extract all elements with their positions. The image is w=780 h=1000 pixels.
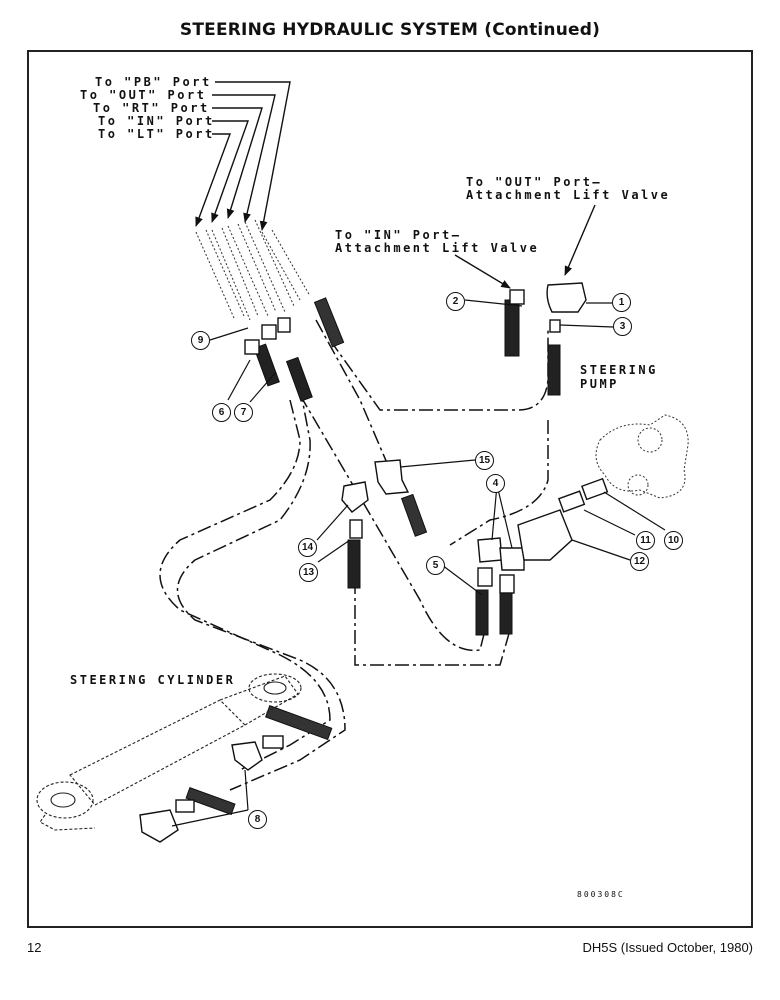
label-out-port: To "OUT" Port (80, 88, 207, 102)
page-number: 12 (27, 940, 42, 955)
leader-out-lift (564, 204, 596, 276)
fitting-8b (139, 809, 179, 843)
fitting-4b (499, 547, 525, 571)
callout-13: 13 (299, 563, 318, 582)
callout-8: 8 (248, 810, 267, 829)
fitting-14 (341, 481, 369, 513)
callout-7: 7 (234, 403, 253, 422)
label-in-lift-2: Attachment Lift Valve (335, 241, 540, 255)
label-pb-port: To "PB" Port (95, 75, 212, 89)
callout-9: 9 (191, 331, 210, 350)
callout-2: 2 (446, 292, 465, 311)
hose-route-d (354, 580, 511, 666)
callout-10: 10 (664, 531, 683, 550)
label-rt-port: To "RT" Port (93, 101, 210, 115)
callout-1: 1 (612, 293, 631, 312)
diagram-frame (27, 50, 753, 928)
fitting-1 (546, 282, 587, 313)
callout-6: 6 (212, 403, 231, 422)
label-in-port: To "IN" Port (98, 114, 215, 128)
label-out-lift-2: Attachment Lift Valve (466, 188, 671, 202)
hose-route-f (449, 420, 549, 546)
hose-route-e (299, 394, 486, 652)
callout-4: 4 (486, 474, 505, 493)
callout-15: 15 (475, 451, 494, 470)
label-steering-cylinder: STEERING CYLINDER (70, 673, 236, 687)
document-id: DH5S (Issued October, 1980) (582, 940, 753, 955)
steering-cylinder (69, 699, 246, 806)
leader-rt (212, 107, 263, 219)
leader-lt (195, 133, 232, 227)
hose-route-c (159, 399, 331, 771)
fitting-12-tee (517, 509, 573, 561)
callout-11: 11 (636, 531, 655, 550)
fitting-8a (231, 741, 263, 771)
steering-pump (595, 414, 689, 499)
fitting-15 (374, 459, 410, 495)
hose-route-g (315, 319, 391, 471)
callout-5: 5 (426, 556, 445, 575)
label-out-lift-1: To "OUT" Port— (466, 175, 603, 189)
callout-12: 12 (630, 552, 649, 571)
fitting-4a (477, 537, 503, 563)
callout-14: 14 (298, 538, 317, 557)
leader-in (211, 120, 249, 223)
page-title: STEERING HYDRAULIC SYSTEM (Continued) (179, 20, 601, 40)
leader-pb (215, 81, 291, 231)
label-steering-pump-1: STEERING (580, 363, 658, 377)
leader-out (212, 94, 276, 223)
callout-3: 3 (613, 317, 632, 336)
leader-in-lift (454, 254, 511, 289)
label-lt-port: To "LT" Port (98, 127, 215, 141)
drawing-number: 800308C (577, 890, 625, 899)
label-in-lift-1: To "IN" Port— (335, 228, 462, 242)
label-steering-pump-2: PUMP (580, 377, 619, 391)
